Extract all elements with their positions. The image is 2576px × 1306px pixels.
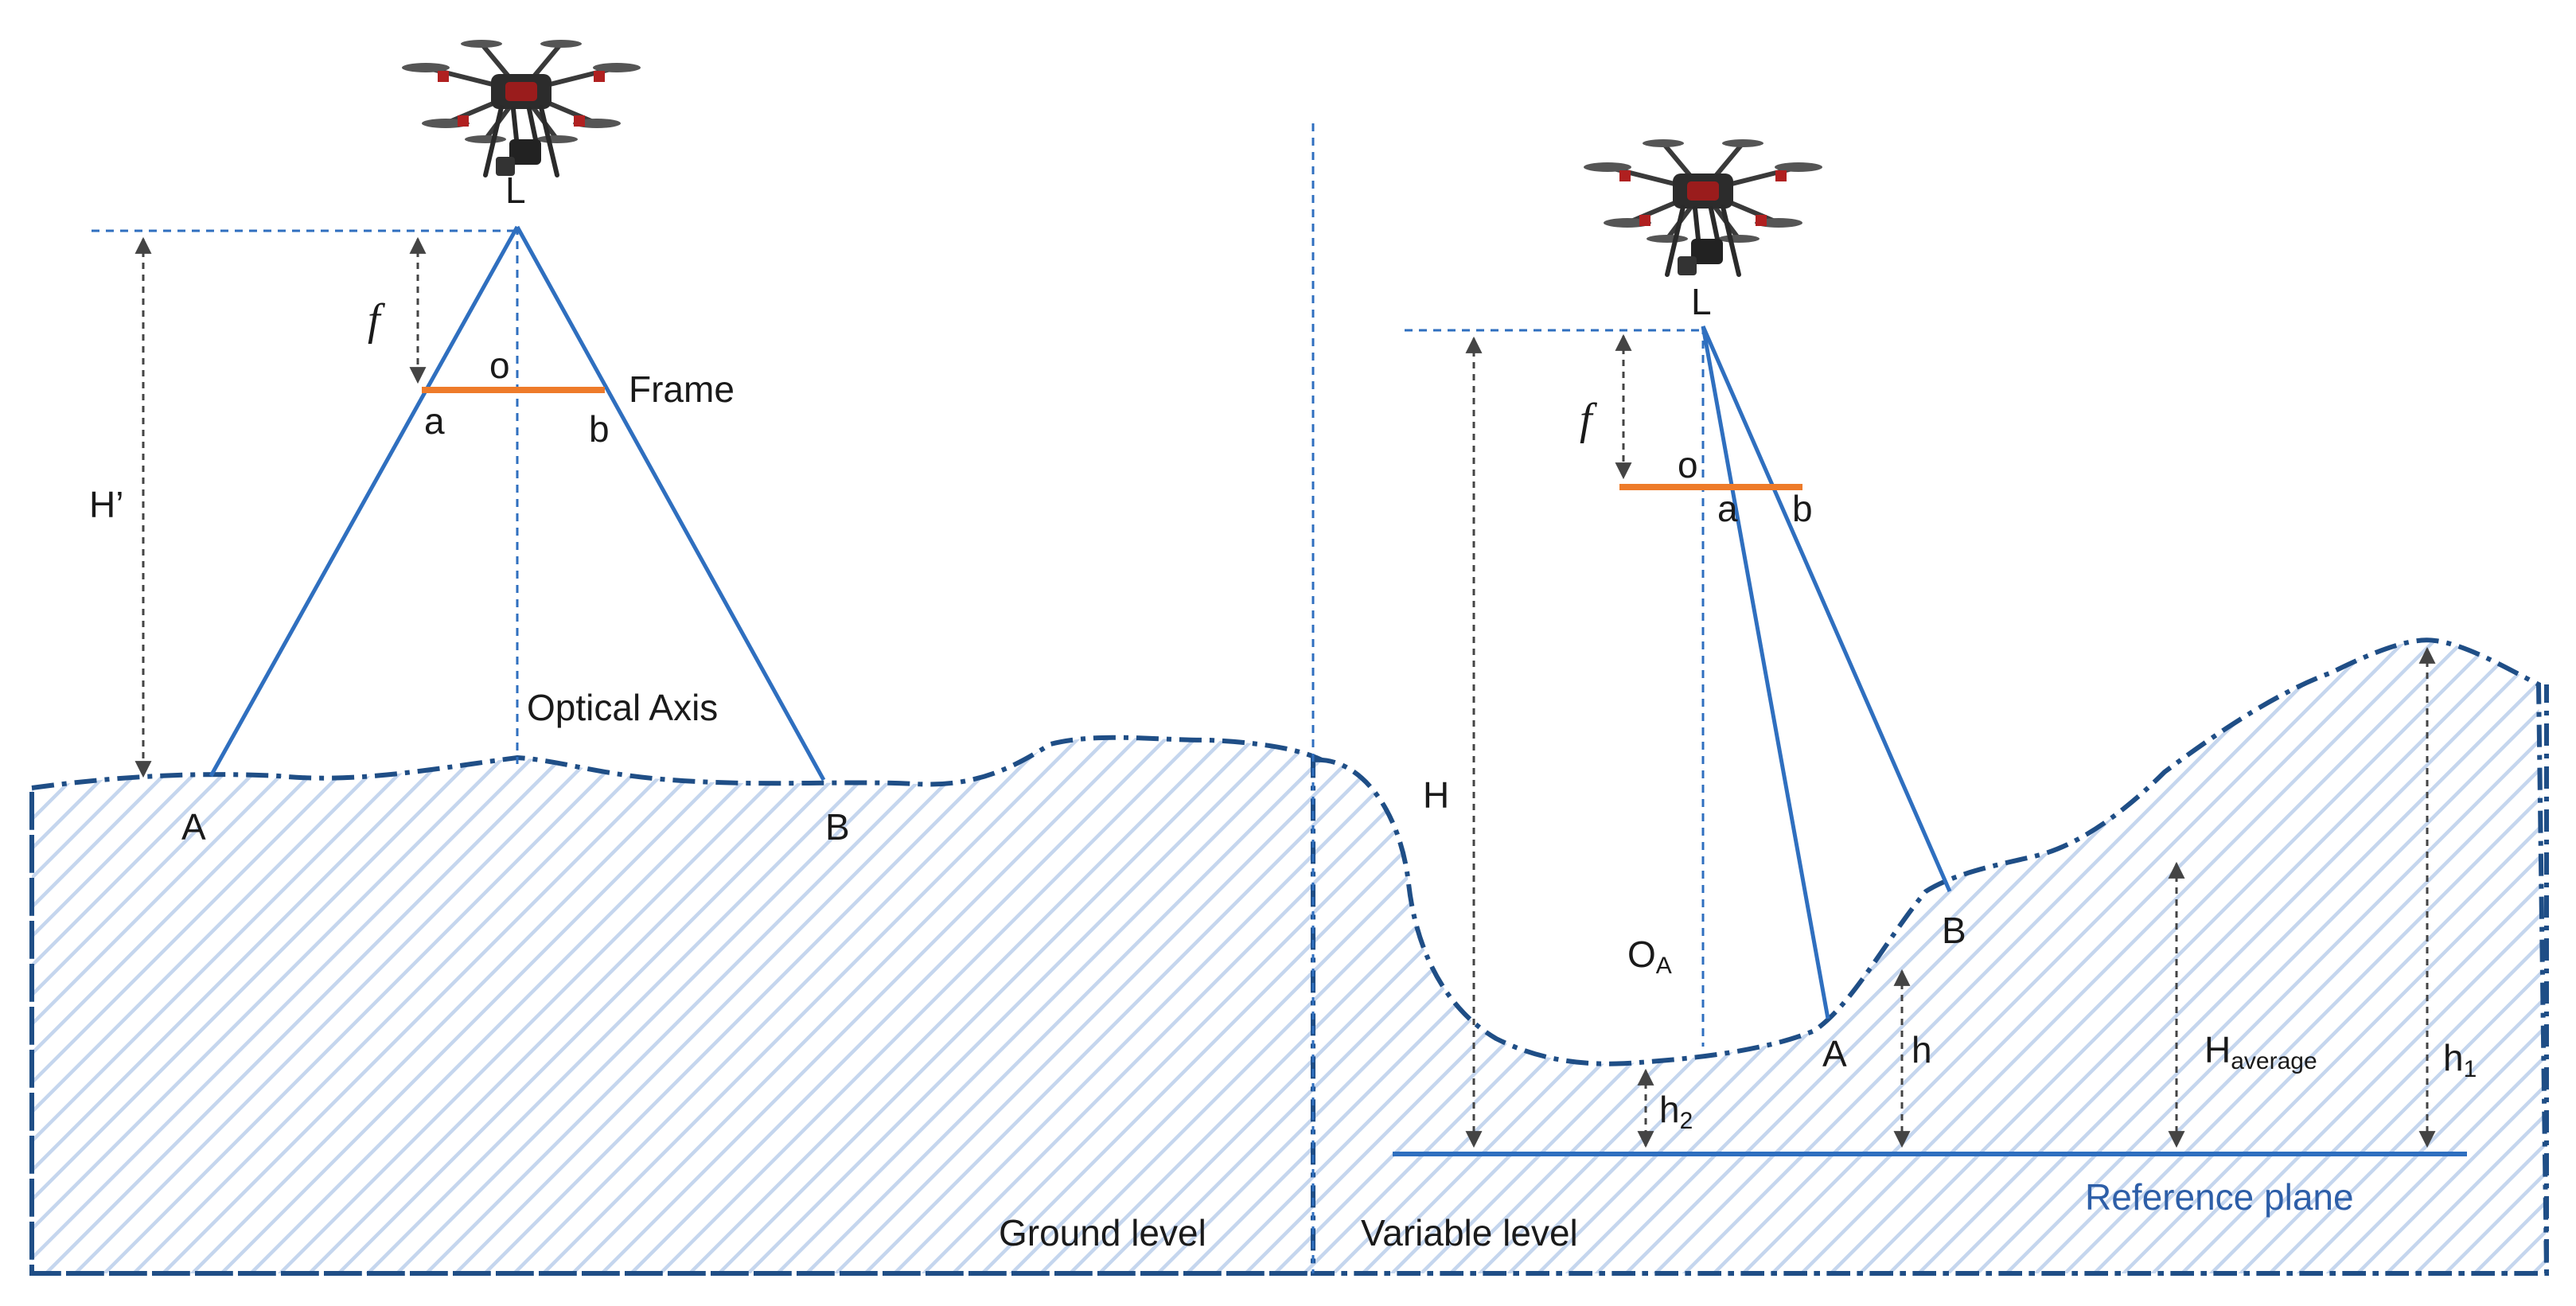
- principal-ground-label: OA: [1627, 934, 1672, 979]
- right-ground-b-label: B: [1942, 910, 1966, 951]
- h2-label: h2: [1659, 1089, 1693, 1134]
- left-ground-b-label: B: [825, 806, 850, 848]
- right-ray-b: [1701, 325, 1952, 893]
- left-ground-fill: [29, 735, 1356, 1276]
- right-lens-label: L: [1691, 281, 1712, 322]
- left-focal-label: f: [368, 295, 386, 345]
- left-principal-label: o: [489, 345, 510, 386]
- left-img-b-label: b: [589, 408, 610, 450]
- right-ground-fill: [1311, 637, 2550, 1276]
- right-ray-a: [1701, 326, 1830, 1019]
- drone-icon: [402, 40, 641, 176]
- left-ground-a-label: A: [181, 806, 206, 848]
- right-img-b-label: b: [1792, 488, 1813, 529]
- right-principal-label: o: [1678, 444, 1698, 485]
- h1-label: h1: [2443, 1037, 2477, 1082]
- left-ray-a: [208, 225, 520, 778]
- left-ray-b: [515, 225, 826, 782]
- right-img-a-label: a: [1717, 488, 1738, 529]
- h-label: h: [1912, 1029, 1932, 1070]
- optical-axis-label: Optical Axis: [527, 687, 718, 728]
- variable-level-label: Variable level: [1361, 1212, 1578, 1253]
- left-img-a-label: a: [424, 400, 445, 442]
- left-frame-label: Frame: [629, 368, 735, 410]
- right-height-label: H: [1423, 774, 1449, 816]
- drone-icon: [1584, 139, 1822, 275]
- reference-plane-label: Reference plane: [2085, 1176, 2354, 1218]
- right-focal-label: f: [1580, 395, 1598, 444]
- left-height-label: H’: [89, 484, 123, 525]
- h-average-label: Haverage: [2204, 1029, 2317, 1074]
- left-lens-label: L: [505, 170, 526, 211]
- ground-border: [29, 684, 2549, 1276]
- right-ground-a-label: A: [1822, 1033, 1847, 1074]
- ground-level-label: Ground level: [999, 1212, 1206, 1253]
